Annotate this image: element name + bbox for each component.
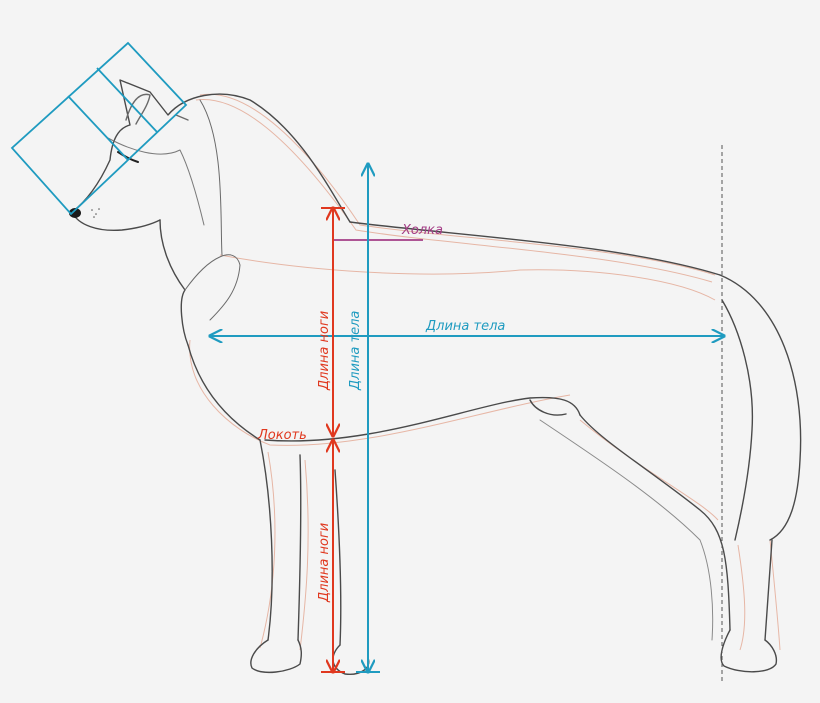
dog-outline (71, 79, 802, 675)
leg-length-lower-label: Длина ноги (317, 523, 332, 603)
construction-lines (189, 93, 781, 651)
head-box-outer (10, 41, 188, 216)
elbow-label: Локоть (257, 428, 307, 443)
dog-sketch (69, 79, 802, 675)
body-length-label: Длина тела (425, 319, 505, 334)
nose-shape (69, 208, 81, 218)
withers-label: Холка (401, 223, 443, 238)
height-label: Длина тела (348, 311, 363, 391)
head-box-divider-1 (67, 95, 129, 161)
head-proportion-boxes (10, 41, 188, 216)
muzzle-dots (91, 208, 100, 218)
leg-length-upper-label: Длина ноги (317, 311, 332, 391)
head-box-divider-2 (96, 67, 158, 133)
